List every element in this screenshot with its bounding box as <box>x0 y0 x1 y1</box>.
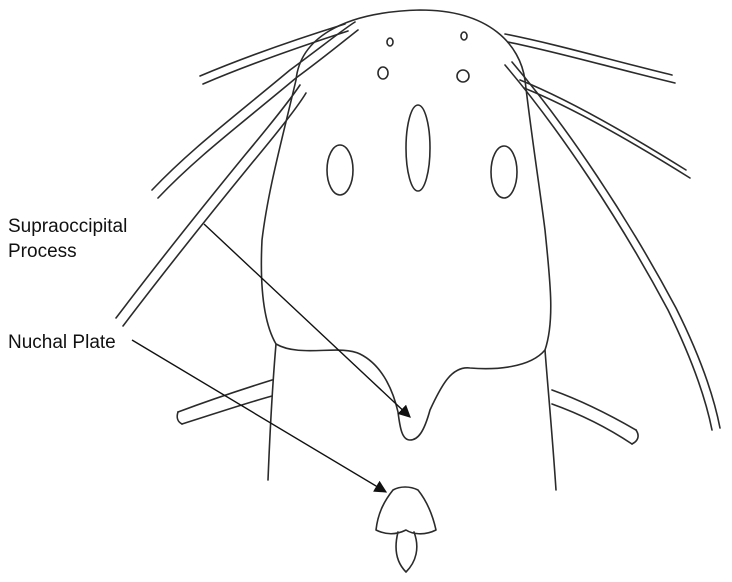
supraoccipital-label-line2: Process <box>8 239 127 264</box>
fontanel <box>406 105 430 191</box>
nuchal-plate-leader-arrow <box>132 340 386 492</box>
barbel-mid-right-a <box>520 80 686 170</box>
barbel-upper-left-a <box>152 22 355 190</box>
pectoral-spine-left-b <box>182 396 272 424</box>
barbel-long-left-b <box>123 93 306 326</box>
nuchal-plate-label: Nuchal Plate <box>8 330 116 355</box>
barbel-long-right-b <box>512 62 720 428</box>
pectoral-spine-right-b <box>552 404 632 444</box>
head-outline <box>261 10 550 440</box>
body-left-side <box>268 344 276 480</box>
nostril-posterior-left <box>378 67 388 79</box>
barbel-long-left-a <box>116 85 300 318</box>
barbel-upper-right-a <box>505 34 672 75</box>
supraoccipital-label-line1: Supraoccipital <box>8 214 127 239</box>
eye-right <box>491 146 517 198</box>
body-right-side <box>545 350 556 490</box>
barbel-far-left-a <box>200 24 345 76</box>
nostril-anterior-left <box>387 38 393 46</box>
eye-left <box>327 145 353 195</box>
supraoccipital-leader-arrow <box>204 224 410 417</box>
supraoccipital-process-label: Supraoccipital Process <box>8 214 127 264</box>
nostril-posterior-right <box>457 70 469 82</box>
barbel-long-right-a <box>505 65 712 430</box>
nuchal-plate <box>376 487 436 572</box>
barbel-upper-right-b <box>508 42 675 83</box>
barbel-mid-right-b <box>524 88 690 178</box>
pectoral-spine-right-tip <box>632 430 638 444</box>
body-outline <box>177 344 638 490</box>
barbel-far-left-b <box>203 31 348 84</box>
pectoral-spine-right-a <box>552 390 636 430</box>
nostrils <box>378 32 469 82</box>
head-features <box>327 105 517 198</box>
barbel-upper-left-b <box>158 30 358 198</box>
nostril-anterior-right <box>461 32 467 40</box>
pectoral-spine-left-tip <box>177 412 182 424</box>
